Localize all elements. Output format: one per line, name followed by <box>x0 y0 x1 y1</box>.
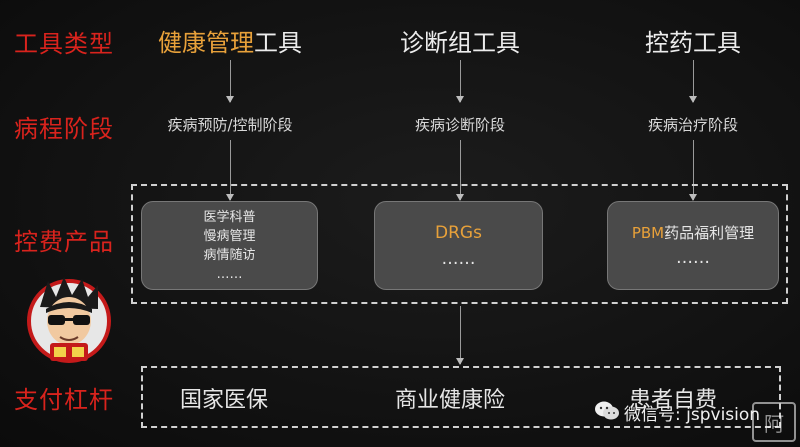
tool-title-diagnosis-group: 诊断组工具 <box>400 23 520 58</box>
product-line: 病情随访 <box>203 247 256 263</box>
row-label-tool-type: 工具类型 <box>14 30 114 58</box>
watermark-logo-text: 阿 <box>764 411 784 436</box>
product-main: PBM药品福利管理 <box>632 221 754 245</box>
tool-title-rest: 工具 <box>254 29 302 57</box>
product-main-rest: 药品福利管理 <box>664 223 755 242</box>
product-main-prefix: PBM <box>631 223 665 242</box>
arrow-down <box>226 60 234 103</box>
wechat-icon <box>595 401 619 420</box>
arrow-down <box>689 60 697 103</box>
arrow-down <box>689 140 697 201</box>
arrow-down <box>456 306 464 365</box>
product-box-pbm: PBM药品福利管理 …… <box>607 201 779 290</box>
product-sub: …… <box>676 247 710 268</box>
product-sub: …… <box>441 248 476 269</box>
payment-frame <box>141 366 781 428</box>
product-line: 医学科普 <box>203 209 256 225</box>
payer-national-insurance: 国家医保 <box>180 388 269 413</box>
tool-title-rest: 诊断组工具 <box>400 29 520 57</box>
product-line: …… <box>216 266 243 282</box>
tool-title-highlight: 健康管理 <box>158 29 254 57</box>
payer-self-pay: 患者自费 <box>629 388 718 413</box>
product-main: DRGs <box>435 222 482 243</box>
arrow-down <box>226 140 234 201</box>
watermark-text: 微信号: jspvision <box>624 405 761 425</box>
cost-control-frame <box>131 184 788 304</box>
arrow-down <box>456 140 464 201</box>
tool-title-health-management: 健康管理工具 <box>158 23 302 58</box>
product-box-drgs: DRGs …… <box>374 201 543 290</box>
row-label-payment-lever: 支付杠杆 <box>14 386 114 414</box>
row-label-disease-stage: 病程阶段 <box>14 115 114 143</box>
stage-prevention-control: 疾病预防/控制阶段 <box>167 116 293 134</box>
watermark-logo: 阿 <box>752 402 796 442</box>
product-box-health-management: 医学科普 慢病管理 病情随访 …… <box>141 201 318 290</box>
stage-diagnosis: 疾病诊断阶段 <box>414 116 506 134</box>
payer-commercial-insurance: 商业健康险 <box>395 388 506 413</box>
tool-title-rest: 控药工具 <box>645 29 741 57</box>
stage-treatment: 疾病治疗阶段 <box>647 116 739 134</box>
product-line: 慢病管理 <box>203 228 256 244</box>
row-label-cost-control: 控费产品 <box>14 228 114 256</box>
tool-title-drug-control: 控药工具 <box>645 23 741 58</box>
mascot-avatar <box>27 277 111 363</box>
arrow-down <box>456 60 464 103</box>
